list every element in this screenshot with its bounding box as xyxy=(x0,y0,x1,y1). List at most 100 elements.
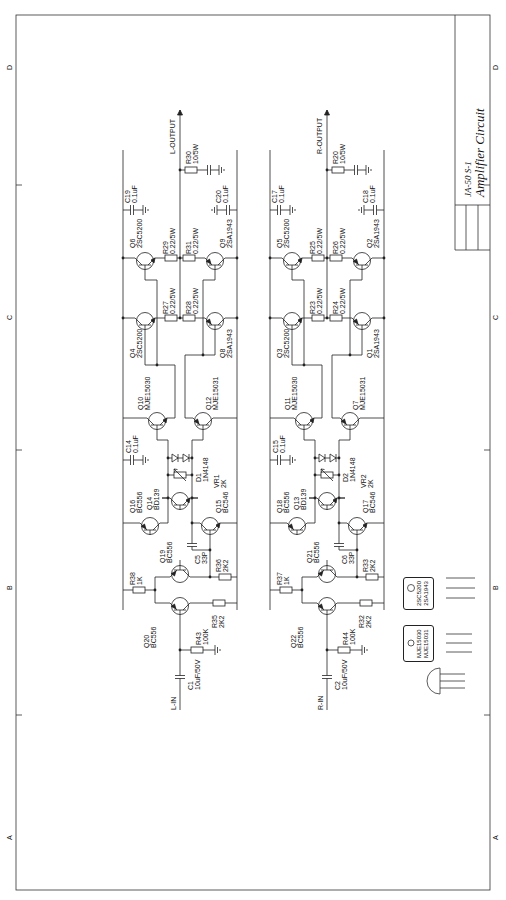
part-label: 33P xyxy=(348,552,355,564)
part-label: Q14 xyxy=(146,497,153,510)
part-label: 0.22/5W xyxy=(169,288,176,314)
part-label: BC546 xyxy=(222,492,229,513)
part-label: 2SA1943 xyxy=(226,329,233,358)
part-label: C1 xyxy=(187,681,194,690)
part-label: 2SC5200 xyxy=(136,219,143,248)
part-label: R29 xyxy=(162,241,169,254)
part-label: Q7 xyxy=(352,401,359,410)
part-label: D1 xyxy=(195,473,202,482)
part-label: 2K2 xyxy=(369,560,376,572)
part-label: BC556 xyxy=(283,492,290,513)
part-label: 2SC5200 xyxy=(136,329,143,358)
part-label: 0.1uF xyxy=(132,435,139,453)
zone-letter: C xyxy=(492,315,499,320)
part-label: Q15 xyxy=(215,500,222,513)
part-label: R-IN xyxy=(317,696,324,710)
part-label: C18 xyxy=(362,190,369,203)
part-label: 10uF/50V xyxy=(341,660,348,690)
part-label: MJE15030 xyxy=(291,377,298,410)
zone-letter: D xyxy=(492,65,499,70)
part-label: MJE15030 xyxy=(144,377,151,410)
part-label: 1K xyxy=(283,576,290,585)
part-label: R23 xyxy=(309,301,316,314)
part-label: R32 xyxy=(358,615,365,628)
part-label: 10/5W xyxy=(339,144,346,164)
part-label: R28 xyxy=(185,301,192,314)
part-label: BD139 xyxy=(153,489,160,510)
part-label: BD139 xyxy=(300,489,307,510)
part-label: Q19 xyxy=(159,550,166,563)
part-label: R31 xyxy=(185,241,192,254)
part-label: VR1 xyxy=(213,474,220,488)
part-label: 0.22/5W xyxy=(169,228,176,254)
part-label: C6 xyxy=(341,555,348,564)
part-label: 2K2 xyxy=(218,616,225,628)
part-label: MJE15031 xyxy=(359,377,366,410)
part-label: C15 xyxy=(272,440,279,453)
zone-letter: B xyxy=(6,585,13,590)
part-label: 10/5W xyxy=(192,144,199,164)
part-label: C20 xyxy=(215,190,222,203)
part-label: C19 xyxy=(124,190,131,203)
part-label: 2SA1943 xyxy=(226,219,233,248)
part-label: 2SC5200 xyxy=(283,329,290,358)
part-label: R26 xyxy=(332,241,339,254)
part-label: 1K xyxy=(136,576,143,585)
part-label: Q22 xyxy=(290,635,297,648)
part-label: R20 xyxy=(332,151,339,164)
part-label: 0.1uF xyxy=(369,185,376,203)
part-label: 1N4148 xyxy=(202,457,209,482)
part-label: 0.22/5W xyxy=(316,288,323,314)
part-label: 100K xyxy=(202,629,209,645)
part-label: R24 xyxy=(332,301,339,314)
part-label: 0.22/5W xyxy=(192,228,199,254)
part-label: 0.1uF xyxy=(279,435,286,453)
part-label: VR2 xyxy=(360,474,367,488)
part-label: 0.22/5W xyxy=(316,228,323,254)
part-label: 2SC5200 xyxy=(283,219,290,248)
package-outline: 2SC5200 2SA1943 xyxy=(403,577,434,610)
part-label: R35 xyxy=(211,615,218,628)
part-label: BC556 xyxy=(297,627,304,648)
part-label: Q4 xyxy=(129,349,136,358)
part-label: R33 xyxy=(362,559,369,572)
part-label: R27 xyxy=(162,301,169,314)
part-label: 2K xyxy=(367,479,374,488)
node-text: 2SC5200 2SA1943 xyxy=(416,581,430,606)
node-text: MJE15030 MJE15031 xyxy=(416,629,430,658)
part-label: 0.22/5W xyxy=(339,228,346,254)
part-label: L-OUTPUT xyxy=(169,119,176,154)
part-label: BC556 xyxy=(313,542,320,563)
part-label: 0.1uF xyxy=(222,185,229,203)
part-label: 0.1uF xyxy=(278,185,285,203)
part-label: 2K xyxy=(220,479,227,488)
part-label: Q13 xyxy=(293,497,300,510)
part-label: 33P xyxy=(201,552,208,564)
part-label: R44 xyxy=(342,632,349,645)
part-label: Q3 xyxy=(276,349,283,358)
part-label: Q12 xyxy=(205,397,212,410)
part-label: C14 xyxy=(125,440,132,453)
node-text: Amplifier Circuit xyxy=(473,108,487,197)
part-label: Q18 xyxy=(276,500,283,513)
part-label: 0.1uF xyxy=(131,185,138,203)
part-label: R38 xyxy=(129,572,136,585)
part-label: 2K2 xyxy=(365,616,372,628)
part-label: Q20 xyxy=(143,635,150,648)
zone-letter: A xyxy=(492,835,499,840)
part-label: 100K xyxy=(349,629,356,645)
part-label: Q16 xyxy=(129,500,136,513)
zone-letter: B xyxy=(492,585,499,590)
part-label: 2SA1943 xyxy=(373,219,380,248)
part-label: Q1 xyxy=(366,349,373,358)
title-block: JA-50 S-1Amplifier Circuit xyxy=(462,105,488,200)
part-label: Q9 xyxy=(219,239,226,248)
part-label: R36 xyxy=(215,559,222,572)
part-label: BC556 xyxy=(136,492,143,513)
part-label: BC546 xyxy=(369,492,376,513)
part-label: Q11 xyxy=(284,397,291,410)
part-label: R43 xyxy=(195,632,202,645)
part-label: BC556 xyxy=(166,542,173,563)
